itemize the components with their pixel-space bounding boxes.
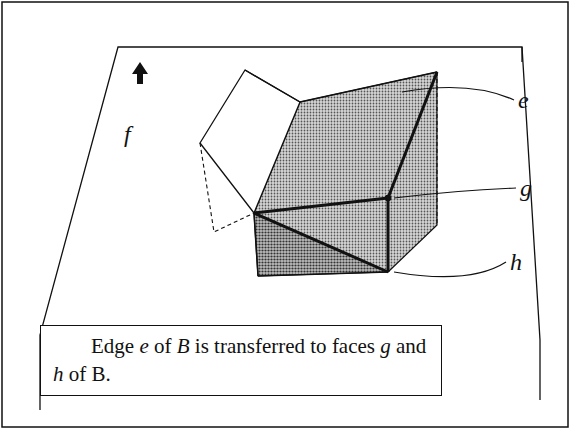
caption-box: Edge e of B is transferred to faces g an… (40, 325, 442, 396)
leader-lines (394, 88, 516, 277)
letter-label: f (124, 122, 131, 146)
up-arrow (132, 62, 148, 84)
letter-label: e (518, 88, 529, 112)
letter-label: g (520, 176, 532, 200)
solid-b (200, 70, 437, 276)
plane-face (40, 47, 540, 410)
letter-label: h (510, 250, 522, 274)
